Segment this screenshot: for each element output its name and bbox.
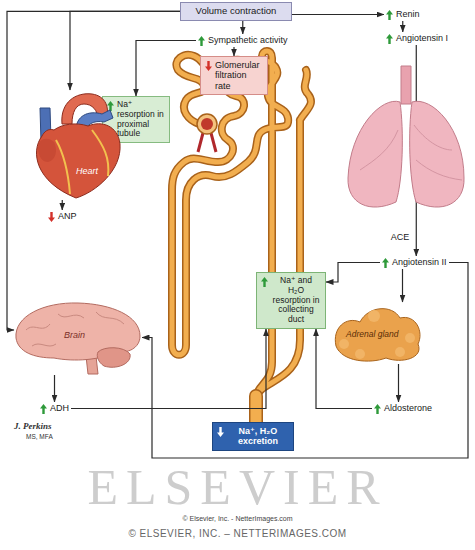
connector [292,14,384,15]
node-text: Sympathetic activity [208,35,288,46]
trend-arrow-shape [198,36,205,46]
copyright: © Elsevier, Inc. - NetterImages.com [0,515,475,522]
trend-arrow-shape [48,212,55,222]
node-text: Brain [64,330,85,341]
factor-label: Angiotensin II [380,256,449,269]
organ-part [405,333,415,343]
trachea [401,66,411,104]
effect-box: Glomerular filtration rate [200,56,268,95]
connector [398,364,399,402]
trend-arrow [48,212,55,222]
trend-arrow [386,34,393,44]
node-text: Na⁺ and H₂O resorption in collecting duc… [271,276,321,325]
organ-part [36,124,120,198]
factor-label: ADH [38,402,71,415]
watermark: ELSEVIER [0,462,475,512]
duct [251,396,262,424]
node-text: Aldosterone [384,403,432,414]
factor-label: Sympathetic activity [196,34,290,47]
connector [233,47,234,56]
connector [402,21,403,32]
organ-part [339,339,349,349]
trend-arrow [382,258,389,268]
adrenal-organ: Adrenal gland [330,302,425,364]
organ-part [97,348,130,368]
heart-illustration [18,90,128,200]
signature: J. Perkins [14,422,52,431]
trigger-box: Volume contraction [180,2,292,21]
factor-label: Renin [384,8,422,21]
connector [70,11,180,90]
trend-arrow-shape [386,10,393,20]
factor-label: Aldosterone [372,402,434,415]
lung-left [348,101,402,207]
edge-label: ACE [389,232,412,243]
trend-arrow [261,277,268,287]
node-text: Angiotensin II [392,257,447,268]
lung-fissure [360,125,462,180]
trend-arrow [374,404,381,414]
glomerulus [201,118,213,130]
outcome-box: Na⁺, H₂O excretion [212,422,294,451]
trend-arrow [40,404,47,414]
trend-arrow-shape [261,277,268,287]
organ-part [96,312,124,324]
organ-part [38,139,56,162]
copyright-banner: © ELSEVIER, INC. – NETTERIMAGES.COM [0,529,475,539]
organ-part [395,347,405,357]
trend-arrow-shape [382,258,389,268]
connector [242,21,243,34]
trend-arrow-shape [40,404,47,414]
trend-arrow-shape [386,34,393,44]
organ-part [56,140,70,194]
heart-organ: Heart [18,90,128,200]
organ-part [32,344,56,346]
organ-part [355,349,365,359]
organ-part [368,310,380,322]
trend-arrow [198,36,205,46]
connector [62,200,63,210]
tubule-outline [172,51,311,400]
connector [142,263,468,459]
trend-arrow-shape [205,61,212,71]
arteriole [198,133,216,152]
organ-part [26,324,50,330]
trend-arrow [217,427,224,437]
trend-arrow-shape [374,404,381,414]
trend-arrow [205,61,212,71]
trend-arrow [107,101,114,111]
connector [136,41,196,97]
node-text: Volume contraction [196,6,277,17]
node-text: Renin [396,9,420,20]
signature-credentials: MS, MFA [26,434,53,441]
connector [7,11,180,330]
glomerular-capsule [197,114,217,134]
trend-arrow-shape [217,427,224,437]
organ-part [335,309,420,361]
connector [54,375,55,402]
node-text: ANP [58,211,77,222]
factor-label: ANP [46,210,79,223]
node-text: Na⁺, H₂O excretion [227,426,289,447]
node-text: Adrenal gland [346,329,398,339]
duct-outline [249,396,263,424]
tubule [172,51,311,400]
connector [326,263,380,283]
node-text: ADH [50,403,69,414]
nephron [172,51,311,424]
node-text: Glomerular filtration rate [215,60,263,91]
effect-box: Na⁺ and H₂O resorption in collecting duc… [256,272,326,329]
organ-part [58,314,84,318]
connector [402,269,403,302]
trend-arrow-shape [107,101,114,111]
lung-right [410,101,464,207]
node-text: Na⁺ resorption in proximal tubule [117,100,165,139]
node-text: Angiotensin I [396,33,448,44]
node-text: Heart [76,166,98,177]
trend-arrow [386,10,393,20]
factor-label: Angiotensin I [384,32,450,45]
brain-organ: Brain [14,300,142,375]
